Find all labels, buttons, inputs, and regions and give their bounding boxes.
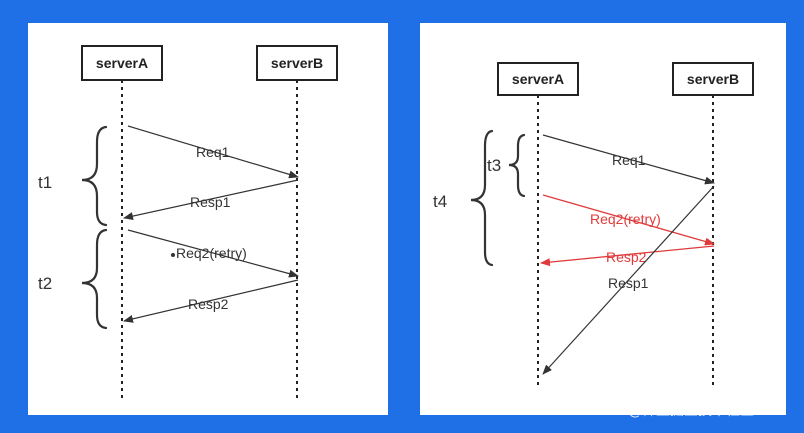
left-req1-arrow <box>127 125 299 179</box>
left-diagram: serverA serverB Req1 Resp1 Req2(retry) R… <box>28 23 388 415</box>
right-serverb-box <box>672 62 754 96</box>
right-req2-label: Req2(retry) <box>590 211 661 227</box>
left-panel <box>28 23 388 415</box>
right-resp2-label: Resp2 <box>606 249 647 265</box>
left-label-t1: t1 <box>38 173 52 192</box>
left-resp1-arrow <box>123 179 299 220</box>
right-servera-box <box>497 62 579 96</box>
left-resp2-label: Resp2 <box>188 296 229 312</box>
left-brace-t1 <box>81 125 108 227</box>
left-cursor-dot <box>171 253 175 257</box>
right-resp1-arrow <box>542 185 715 375</box>
left-label-t2: t2 <box>38 274 52 293</box>
right-label-t3: t3 <box>487 156 501 175</box>
right-req1-arrow <box>542 134 715 185</box>
left-serverb-label: serverB <box>271 55 323 71</box>
left-resp1-label: Resp1 <box>190 194 231 210</box>
right-resp2-arrow <box>540 245 715 267</box>
left-req2-label: Req2(retry) <box>176 245 247 261</box>
right-req1-label: Req1 <box>612 152 646 168</box>
left-brace-t2 <box>81 228 108 330</box>
left-resp2-arrow <box>123 279 299 323</box>
right-req2-arrow <box>542 194 715 246</box>
right-diagram: serverA serverB Req1 Req2(retry) Resp2 R… <box>420 23 786 415</box>
left-servera-label: serverA <box>96 55 148 71</box>
right-brace-t4 <box>470 129 494 267</box>
watermark: @稀土掘金技术社区 <box>628 403 754 419</box>
right-servera-label: serverA <box>512 71 564 87</box>
right-brace-t3 <box>508 133 526 198</box>
right-serverb-label: serverB <box>687 71 739 87</box>
right-label-t4: t4 <box>433 192 447 211</box>
right-resp1-label: Resp1 <box>608 275 649 291</box>
left-req2-arrow <box>127 229 299 278</box>
left-req1-label: Req1 <box>196 144 230 160</box>
